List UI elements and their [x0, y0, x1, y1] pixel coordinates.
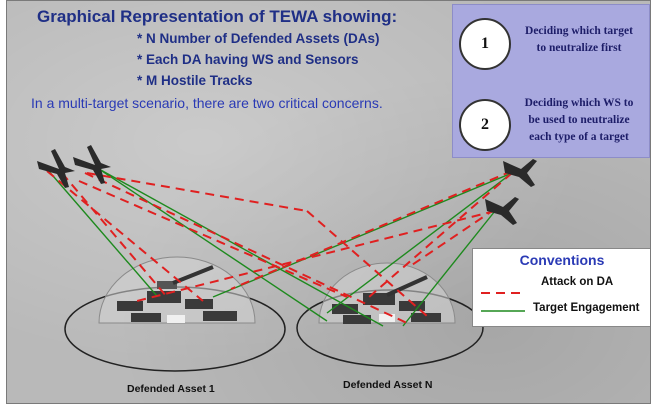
conventions-legend: Conventions Attack on DA Target Engageme… — [472, 248, 650, 327]
bullet-ws-sensors: * Each DA having WS and Sensors — [137, 52, 359, 67]
concern-2-number: 2 — [459, 99, 511, 151]
conventions-title: Conventions — [519, 252, 605, 268]
attack-on-da-lines — [46, 170, 513, 324]
bullet-defended-assets: * N Number of Defended Assets (DAs) — [137, 31, 380, 46]
bullet-hostile-tracks: * M Hostile Tracks — [137, 73, 253, 88]
tewa-diagram — [37, 145, 537, 372]
concern-1-line-2: to neutralize first — [536, 42, 622, 54]
hostile-aircraft-group-right — [485, 159, 537, 225]
asset-n-caption: Defended Asset N — [343, 379, 433, 391]
concern-1-number: 1 — [459, 18, 511, 70]
concern-1-line-1: Deciding which target — [525, 25, 633, 37]
target-engagement-lines — [46, 168, 513, 327]
concern-2-line-1: Deciding which WS to — [524, 97, 634, 109]
concern-2-line-3: each type of a target — [529, 131, 629, 143]
legend-swatches — [481, 292, 525, 312]
concern-2-line-2: be used to neutralize — [528, 114, 630, 126]
concern-1-text: Deciding which target to neutralize firs… — [513, 23, 645, 57]
hostile-aircraft-group-left — [37, 145, 111, 188]
concern-2-text: Deciding which WS to be used to neutrali… — [513, 95, 645, 146]
legend-engagement-label: Target Engagement — [533, 302, 640, 314]
page-title: Graphical Representation of TEWA showing… — [37, 7, 398, 26]
asset-1-caption: Defended Asset 1 — [127, 383, 215, 395]
legend-attack-label: Attack on DA — [541, 276, 614, 288]
concern-2: 2 Deciding which WS to be used to neutra… — [453, 89, 649, 159]
critical-concerns-panel: 1 Deciding which target to neutralize fi… — [452, 4, 650, 158]
scenario-statement: In a multi-target scenario, there are tw… — [31, 95, 383, 111]
diagram-canvas: Graphical Representation of TEWA showing… — [6, 0, 651, 404]
concern-1: 1 Deciding which target to neutralize fi… — [453, 11, 649, 81]
